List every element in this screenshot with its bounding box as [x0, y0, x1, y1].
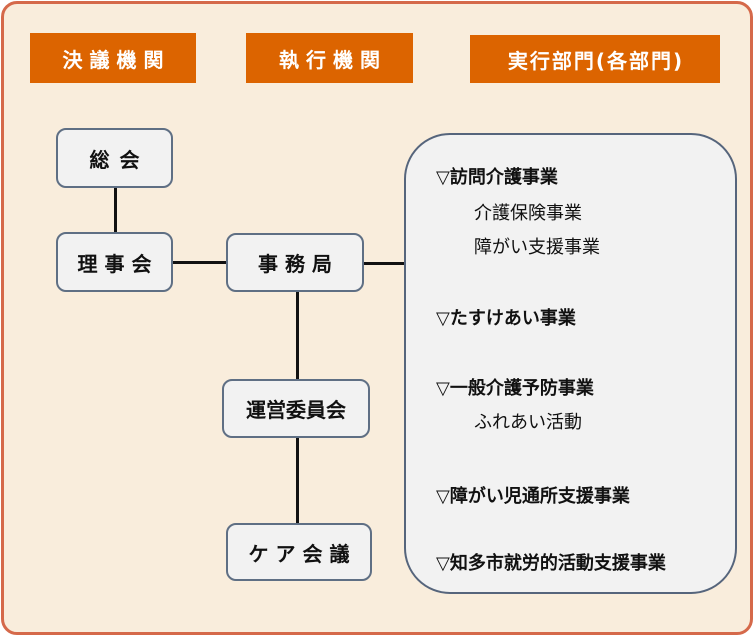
node-steering-committee-label: 運営委員会 — [246, 398, 346, 422]
connector-assembly-board — [114, 187, 117, 232]
division-item: ▽知多市就労的活動支援事業 — [436, 549, 666, 575]
node-steering-committee: 運営委員会 — [222, 379, 370, 438]
node-secretariat: 事務局 — [226, 233, 364, 292]
node-board: 理事会 — [56, 232, 173, 292]
node-care-meeting: ケア会議 — [226, 523, 372, 581]
connector-board-secretariat — [172, 261, 226, 264]
division-label: 知多市就労的活動支援事業 — [449, 553, 666, 574]
division-item: ▽障がい児通所支援事業 — [436, 482, 630, 508]
node-general-assembly-label: 総会 — [89, 147, 150, 172]
division-label: たすけあい事業 — [449, 308, 576, 329]
node-secretariat-label: 事務局 — [258, 252, 339, 276]
division-item: ▽たすけあい事業 — [436, 304, 576, 330]
node-board-label: 理事会 — [77, 251, 159, 276]
header-decision-body: 決議機関 — [30, 33, 196, 83]
connector-secretariat-committee — [296, 291, 299, 379]
node-care-meeting-label: ケア会議 — [248, 541, 357, 566]
triangle-down-icon: ▽ — [436, 167, 450, 188]
header-decision-label: 決議機関 — [62, 47, 171, 72]
header-operations: 実行部門(各部門) — [470, 35, 720, 83]
division-label: 障がい児通所支援事業 — [449, 486, 630, 507]
connector-secretariat-divisions — [363, 262, 404, 265]
triangle-down-icon: ▽ — [436, 308, 450, 329]
division-item: ▽訪問介護事業 — [436, 163, 558, 189]
division-label: 訪問介護事業 — [449, 167, 558, 188]
division-item: ▽一般介護予防事業 — [436, 374, 594, 400]
connector-committee-care — [296, 437, 299, 523]
division-label: 一般介護予防事業 — [449, 378, 594, 399]
triangle-down-icon: ▽ — [436, 486, 450, 507]
node-general-assembly: 総会 — [56, 128, 173, 188]
triangle-down-icon: ▽ — [436, 553, 450, 574]
header-executive-body: 執行機関 — [246, 33, 413, 83]
subdivision-item: ふれあい活動 — [474, 412, 582, 433]
header-executive-label: 執行機関 — [279, 47, 387, 72]
triangle-down-icon: ▽ — [436, 378, 450, 399]
divisions-panel: ▽訪問介護事業 介護保険事業 障がい支援事業 ▽たすけあい事業 ▽一般介護予防事… — [404, 133, 737, 594]
header-operations-label: 実行部門(各部門) — [507, 48, 685, 73]
subdivision-item: 障がい支援事業 — [474, 237, 600, 258]
subdivision-item: 介護保険事業 — [474, 203, 582, 224]
